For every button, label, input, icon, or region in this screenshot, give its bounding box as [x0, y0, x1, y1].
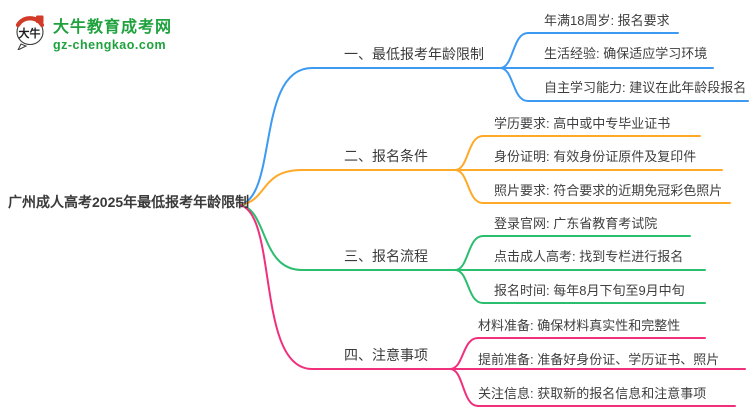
branch-3-child-1: 登录官网: 广东省教育考试院: [494, 216, 658, 231]
site-url: gz-chengkao.com: [53, 38, 167, 52]
branch-2-child-1-connector: [454, 135, 701, 171]
branch-2-child-1: 学历要求: 高中或中专毕业证书: [494, 116, 671, 131]
branch-2-label: 二、报名条件: [344, 148, 428, 164]
branch-4-child-3: 关注信息: 获取新的报名信息和注意事项: [478, 386, 707, 401]
branch-1-child-1-connector: [499, 32, 679, 69]
root-topic: 广州成人高考2025年最低报考年龄限制: [8, 194, 250, 210]
branch-3-child-2: 点击成人高考: 找到专栏进行报名: [494, 249, 684, 264]
branch-1-child-2: 生活经验: 确保适应学习环境: [544, 46, 708, 61]
branch-1-child-1: 年满18周岁: 报名要求: [544, 13, 670, 28]
site-logo[interactable]: 大牛 大牛教育成考网 gz-chengkao.com: [14, 12, 172, 53]
branch-2-child-3-connector: [454, 169, 731, 204]
branch-1-child-3: 自主学习能力: 建议在此年龄段报名: [544, 80, 747, 95]
branch-2-child-3: 照片要求: 符合要求的近期免冠彩色照片: [494, 183, 723, 198]
branch-4-child-3-connector: [449, 368, 736, 407]
branch-4-connector: [239, 204, 451, 370]
branch-4-child-1: 材料准备: 确保材料真实性和完整性: [478, 318, 681, 333]
branch-2-child-2: 身份证明: 有效身份证原件及复印件: [494, 149, 697, 164]
branch-3-child-1-connector: [454, 235, 691, 271]
branch-1-child-3-connector: [499, 67, 749, 102]
branch-4-child-2: 提前准备: 准备好身份证、学历证书、照片: [478, 352, 720, 367]
branch-3-child-3-connector: [454, 269, 706, 304]
branch-4-label: 四、注意事项: [344, 347, 428, 363]
logo-seal: [36, 15, 44, 23]
branch-1-label: 一、最低报考年龄限制: [344, 46, 484, 62]
daniu-bull-icon: 大牛: [15, 15, 45, 50]
branch-2-connector: [239, 169, 456, 206]
branch-3-child-3: 报名时间: 每年8月下旬至9月中旬: [494, 283, 685, 298]
logo-characters: 大牛: [19, 26, 41, 40]
branch-3-connector: [239, 204, 456, 271]
branch-3-label: 三、报名流程: [344, 248, 428, 264]
site-name: 大牛教育成考网: [53, 19, 173, 36]
branch-1-connector: [239, 67, 501, 206]
branch-4-child-1-connector: [449, 337, 706, 370]
